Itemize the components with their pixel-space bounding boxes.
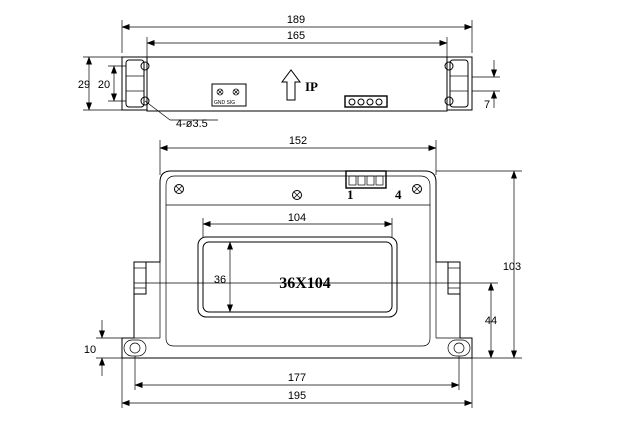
screw-middle-icon — [292, 190, 302, 200]
label-20: 20 — [98, 79, 110, 91]
right-stud — [447, 261, 461, 295]
top-view: 189 165 — [78, 14, 500, 130]
left-stud — [133, 261, 147, 295]
dim-body-length-top: 165 — [146, 30, 448, 57]
pin-label-4: 4 — [395, 187, 402, 202]
dim-overall-length-top: 189 — [121, 14, 473, 53]
label-104: 104 — [288, 212, 306, 224]
label-hole-spec: 4-ø3.5 — [176, 118, 208, 130]
dim-window-height: 36 — [214, 241, 233, 313]
dim-offset-right: 7 — [472, 60, 500, 111]
front-view: 152 — [84, 135, 522, 408]
label-10: 10 — [84, 344, 96, 356]
label-7: 7 — [484, 99, 490, 111]
dim-overall-height-top: 29 — [78, 56, 122, 111]
label-29: 29 — [78, 79, 90, 91]
label-44: 44 — [485, 315, 497, 327]
dim-axis-height: 44 — [460, 282, 498, 359]
dim-hole-spacing-front: 177 — [134, 356, 460, 390]
right-base-hole — [447, 339, 471, 357]
label-195: 195 — [288, 390, 306, 402]
dim-overall-height-front: 103 — [436, 170, 522, 359]
screw-right-icon — [412, 184, 422, 194]
screw-left-icon — [174, 184, 184, 194]
primary-window — [197, 236, 398, 318]
label-165: 165 — [287, 30, 305, 42]
dim-hole-spacing-top: 20 — [98, 65, 126, 102]
dim-base-height: 10 — [84, 320, 122, 376]
label-ip: IP — [305, 79, 318, 94]
connector-mini-text: GND SIG — [214, 100, 235, 106]
terminal-block-front — [345, 170, 387, 189]
window-label: 36X104 — [279, 275, 331, 292]
dim-body-width: 152 — [159, 135, 437, 175]
dim-window-width: 104 — [202, 212, 393, 237]
left-base-hole — [123, 339, 147, 357]
dim-overall-width-front: 195 — [121, 358, 473, 408]
terminal-block-top — [344, 95, 388, 108]
mount-hole-callout: 4-ø3.5 — [144, 100, 218, 130]
label-152: 152 — [289, 135, 307, 147]
current-arrow-icon — [281, 69, 301, 101]
label-189: 189 — [287, 14, 305, 26]
pin-label-1: 1 — [347, 187, 354, 202]
label-103: 103 — [503, 261, 521, 273]
label-36: 36 — [214, 274, 226, 286]
label-177: 177 — [288, 372, 306, 384]
top-body — [146, 56, 448, 112]
left-mount-ear — [121, 56, 150, 111]
right-mount-ear — [444, 56, 473, 111]
signal-connector-top: GND SIG — [211, 83, 247, 107]
